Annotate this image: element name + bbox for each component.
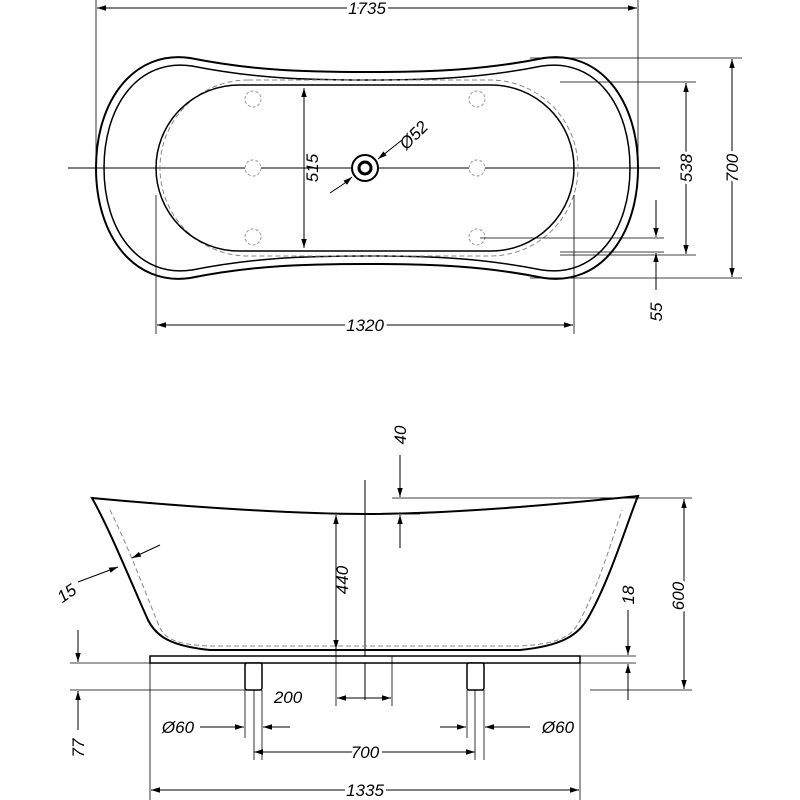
drain-inner-icon [357,160,373,176]
dim-left-foot-label: Ø60 [161,718,195,737]
drain-leader-2 [329,182,346,194]
hole-icon [468,159,486,177]
dim-15-label: 15 [54,580,81,607]
dim-40-label: 40 [391,425,410,444]
dim-right-foot-label: Ø60 [541,718,575,737]
hole-icon [244,90,262,108]
dim-feet-700-label: 700 [351,743,380,762]
inner-basin [155,84,575,252]
hole-icon [244,228,262,246]
dim-1335-label: 1335 [346,781,384,800]
dim-15-arrow-in [77,566,119,583]
dim-18-label: 18 [619,585,638,604]
dim-538-label: 538 [677,153,696,182]
hole-icon [468,228,486,246]
dim-440-label: 440 [333,565,352,594]
dim-1735-label: 1735 [348,0,386,18]
dim-515-label: 515 [303,153,322,182]
base-plate [149,655,581,664]
rim-edge [103,64,631,272]
dim-600-label: 600 [669,581,688,610]
hole-icon [468,90,486,108]
dim-55-label: 55 [647,302,666,321]
drain-diameter-label: Ø52 [395,117,432,154]
hole-icon [244,159,262,177]
drain-leader-3 [377,139,403,160]
top-view: Ø52 515 1735 700 538 55 1320 [68,0,745,338]
side-view: 40 15 440 18 600 77 200 [54,425,692,800]
tub-inner-wall [109,509,623,647]
drain-leader-1 [343,176,353,185]
inner-basin-dashed [159,79,579,257]
dim-77-label: 77 [69,738,88,757]
dim-15-arrow-out [131,544,161,559]
dim-200-label: 200 [273,688,303,707]
dim-1320-label: 1320 [346,316,384,335]
left-foot [244,662,263,691]
tub-body [90,494,640,651]
right-foot [466,662,485,691]
dim-700-label: 700 [723,153,742,182]
